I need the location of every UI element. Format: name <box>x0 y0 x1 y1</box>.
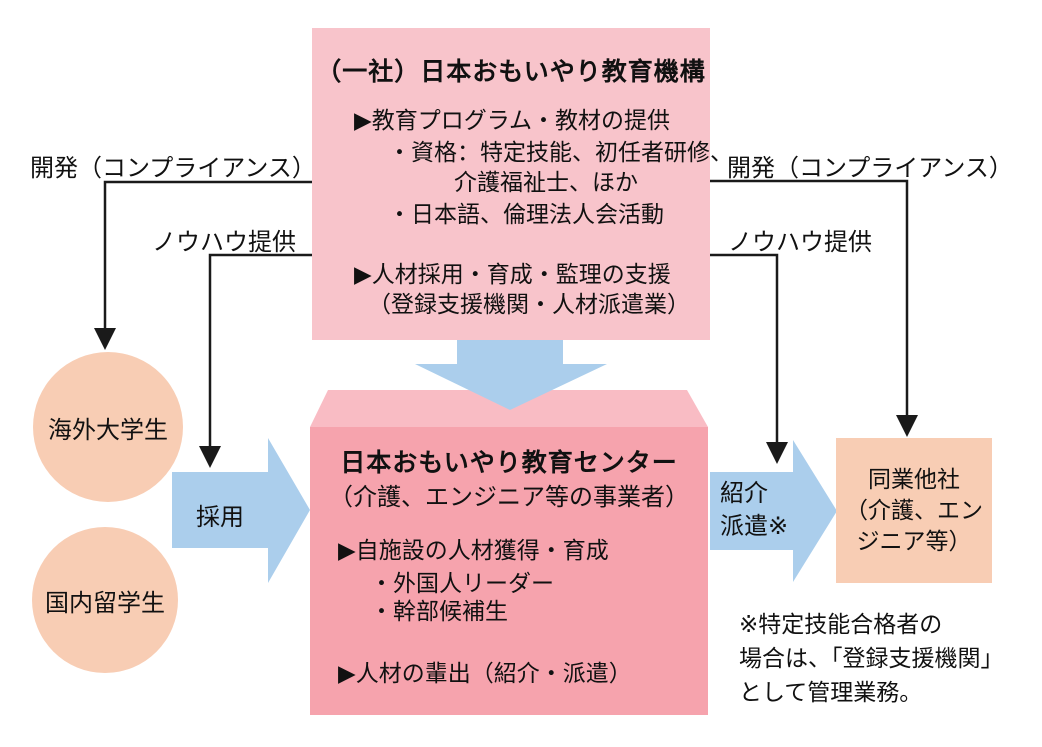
hire-arrow-label: 採用 <box>196 504 244 531</box>
referral-arrow-label-line2: 派遣※ <box>720 513 789 540</box>
organization-item: ▶教育プログラム・教材の提供 <box>354 107 670 133</box>
connector-knowhow-left-arrowhead <box>199 446 221 468</box>
referral-arrow <box>710 440 837 582</box>
footnote-line1: ※特定技能合格者の <box>739 611 943 637</box>
connector-dev-right <box>710 179 909 417</box>
organization-item: 介護福祉士、ほか <box>454 169 638 195</box>
organization-item: （登録支援機関・人材派遣業） <box>368 291 690 317</box>
footnote: ※特定技能合格者の 場合は、「登録支援機関」 として管理業務。 <box>739 607 1004 709</box>
peer-companies-box: 同業他社 （介護、エン ジニア等） <box>836 438 992 583</box>
footnote-line2: 場合は、「登録支援機関」 <box>739 645 1004 671</box>
connector-dev-left-arrowhead <box>94 328 116 350</box>
hire-arrow <box>172 438 310 583</box>
organization-item: ・日本語、倫理法人会活動 <box>388 201 664 227</box>
organization-item: ▶人材採用・育成・監理の支援 <box>354 261 671 287</box>
education-center-item: ・幹部候補生 <box>370 598 508 624</box>
education-center-subtitle: （介護、エンジニア等の事業者） <box>329 484 689 511</box>
knowhow-label-right: ノウハウ提供 <box>728 229 872 256</box>
organization-item: ・資格：特定技能、初任者研修、 <box>388 139 733 165</box>
connector-knowhow-right-arrowhead <box>766 442 788 464</box>
education-center-box: 日本おもいやり教育センター （介護、エンジニア等の事業者） ▶自施設の人材獲得・… <box>310 427 708 715</box>
education-center-item: ▶人材の輩出（紹介・派遣） <box>338 660 632 686</box>
connector-dev-left <box>103 180 312 330</box>
domestic-students-circle: 国内留学生 <box>32 527 178 673</box>
development-label-left: 開発（コンプライアンス） <box>30 155 316 182</box>
referral-arrow-label-line1: 紹介 <box>720 480 768 507</box>
organization-box: （一社）日本おもいやり教育機構 ▶教育プログラム・教材の提供 ・資格：特定技能、… <box>312 28 733 340</box>
knowhow-label-left: ノウハウ提供 <box>152 229 296 256</box>
education-center-item: ▶自施設の人材獲得・育成 <box>338 537 609 563</box>
connector-knowhow-right <box>710 253 779 444</box>
domestic-students-label: 国内留学生 <box>45 589 165 617</box>
connector-knowhow-left <box>208 253 312 448</box>
flow-down-arrow <box>415 338 607 410</box>
education-center-title: 日本おもいやり教育センター <box>340 449 678 477</box>
overseas-students-circle: 海外大学生 <box>33 352 183 502</box>
peer-companies-line3: ジニア等） <box>856 528 972 554</box>
connector-dev-right-arrowhead <box>896 415 918 437</box>
peer-companies-line1: 同業他社 <box>868 466 960 492</box>
peer-companies-line2: （介護、エン <box>845 497 983 523</box>
overseas-students-label: 海外大学生 <box>48 416 168 444</box>
organization-title: （一社）日本おもいやり教育機構 <box>316 58 706 86</box>
footnote-line3: として管理業務。 <box>739 679 923 705</box>
education-center-item: ・外国人リーダー <box>370 570 554 596</box>
referral-arrow-label: 紹介 派遣※ <box>720 477 788 543</box>
development-label-right: 開発（コンプライアンス） <box>727 155 1013 182</box>
